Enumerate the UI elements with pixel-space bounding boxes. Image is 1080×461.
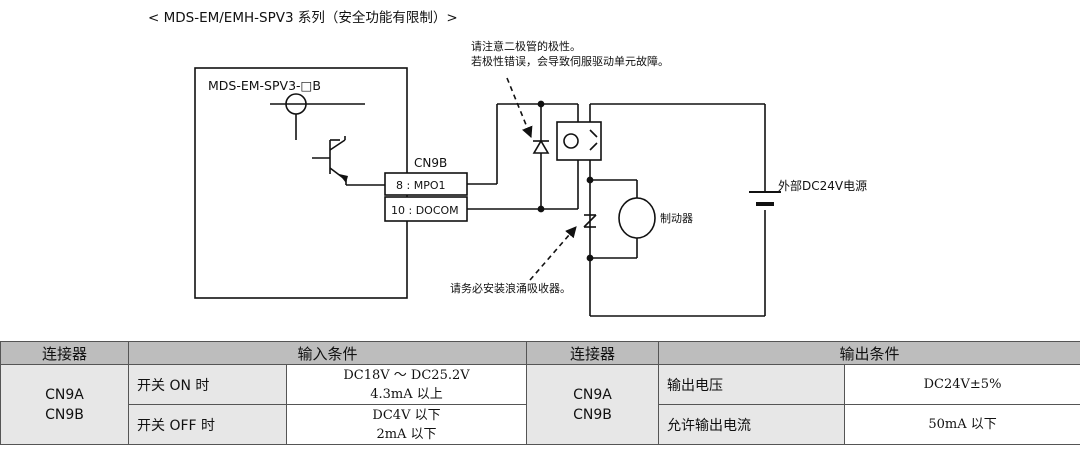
terminal-mpo1-label: 8 : MPO1 (396, 179, 445, 192)
battery-symbol (749, 191, 781, 206)
input-value-on: DC18V ～ DC25.2V 4.3mA 以上 (285, 364, 528, 405)
input-condition-on: 开关 ON 时 (128, 364, 287, 405)
header-output-connector: 连接器 (526, 341, 660, 365)
terminal-docom-label: 10 : DOCOM (391, 204, 459, 217)
power-supply-label: 外部DC24V电源 (778, 178, 867, 193)
wiring-diagram: MDS-EM-SPV3-□B CN9B 8 : MPO1 10 : DOCOM … (194, 39, 867, 317)
output-transistor-symbol (270, 93, 385, 186)
unit-model-label: MDS-EM-SPV3-□B (208, 78, 321, 93)
output-connector-cell: CN9A CN9B (526, 364, 660, 445)
table-row: 开关 OFF 时 DC4V 以下 2mA 以下 允许输出电流 50mA 以下 (1, 404, 1080, 445)
surge-note-arrow (529, 226, 577, 281)
diode-symbol (532, 139, 550, 154)
diode-note-arrow (506, 77, 533, 139)
table-row: CN9A CN9B 开关 ON 时 DC18V ～ DC25.2V 4.3mA … (0, 364, 1080, 445)
header-input-condition: 输入条件 (127, 341, 528, 365)
output-value-current: 50mA 以下 (844, 404, 1080, 445)
output-condition-voltage: 输出电压 (658, 364, 846, 405)
io-spec-table: 连接器 输入条件 连接器 输出条件 CN9A CN9B 开关 ON 时 DC18… (0, 341, 1080, 445)
relay-symbol (556, 121, 602, 161)
brake-label: 制动器 (660, 212, 693, 225)
page-title: < MDS-EM/EMH-SPV3 系列（安全功能有限制）> (148, 10, 458, 26)
output-condition-current: 允许输出电流 (658, 404, 846, 445)
output-value-voltage: DC24V±5% (844, 364, 1080, 405)
servo-unit-box (194, 67, 408, 299)
connector-label: CN9B (414, 156, 447, 170)
diode-note-line2: 若极性错误，会导致伺服驱动单元故障。 (471, 54, 669, 68)
table-header-row: 连接器 输入条件 连接器 输出条件 (0, 341, 1080, 365)
diode-note-line1: 请注意二极管的极性。 (471, 39, 581, 53)
surge-absorber-symbol (583, 214, 597, 228)
surge-note: 请务必安装浪涌吸收器。 (450, 281, 571, 295)
brake-symbol (618, 197, 656, 239)
header-input-connector: 连接器 (0, 341, 129, 365)
terminal-docom-box (384, 196, 468, 222)
input-value-off: DC4V 以下 2mA 以下 (285, 404, 528, 445)
input-connector-cell: CN9A CN9B (0, 364, 129, 445)
input-condition-off: 开关 OFF 时 (128, 404, 287, 445)
header-output-condition: 输出条件 (658, 341, 1080, 365)
